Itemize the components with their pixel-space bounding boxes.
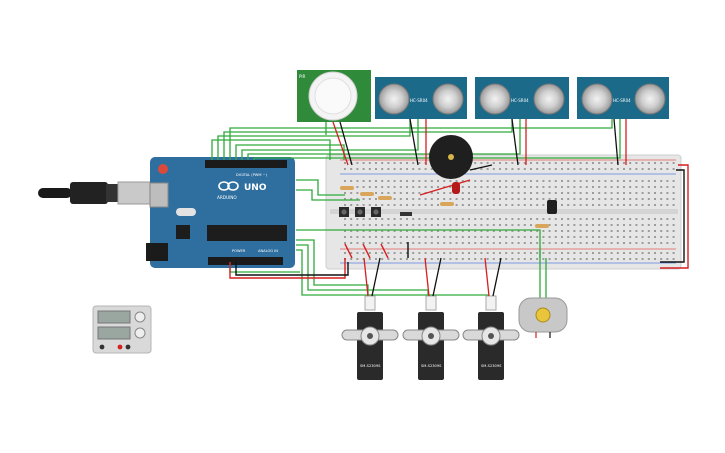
usb-cable xyxy=(38,181,155,205)
dc-motor xyxy=(518,250,568,338)
arduino-power-label: POWER xyxy=(232,249,246,253)
push-buttons xyxy=(339,207,412,217)
arduino-uno: UNO ARDUINO DIGITAL (PWM ~) POWER ANALOG… xyxy=(146,157,295,268)
arduino-analog-label: ANALOG IN xyxy=(258,249,278,253)
ultrasonic-sensor-2: HC-SR04 xyxy=(475,77,569,166)
servo-motor-1: SM-S2309S xyxy=(341,257,399,380)
servo-motors: SM-S2309S SM-S2309S SM-S2309S xyxy=(341,257,520,380)
pir-label: PIR xyxy=(299,74,306,79)
servo-model-label: SM-S2309S xyxy=(481,364,502,368)
servo-motor-3: SM-S2309S xyxy=(462,257,520,380)
arduino-model-label: UNO xyxy=(244,183,267,193)
servo-model-label: SM-S2309S xyxy=(360,364,381,368)
power-supply xyxy=(92,305,152,354)
ultrasonic-sensor-1: HC-SR04 xyxy=(375,77,467,166)
arduino-brand-label: ARDUINO xyxy=(217,195,237,200)
power-wires xyxy=(229,164,689,279)
breadboard xyxy=(325,154,682,270)
pir-sensor: PIR xyxy=(297,70,371,166)
arduino-digital-label: DIGITAL (PWM ~) xyxy=(236,173,268,177)
led-red xyxy=(452,182,460,194)
ultrasonic-2-model: HC-SR04 xyxy=(511,98,529,103)
piezo-buzzer xyxy=(419,135,493,196)
servo-model-label: SM-S2309S xyxy=(421,364,442,368)
ultrasonic-1-model: HC-SR04 xyxy=(410,98,428,103)
ultrasonic-sensor-3: HC-SR04 xyxy=(577,77,669,166)
transistor xyxy=(547,200,557,214)
ultrasonic-3-model: HC-SR04 xyxy=(613,98,631,103)
resistors xyxy=(340,186,549,228)
servo-motor-2: SM-S2309S xyxy=(402,257,460,380)
